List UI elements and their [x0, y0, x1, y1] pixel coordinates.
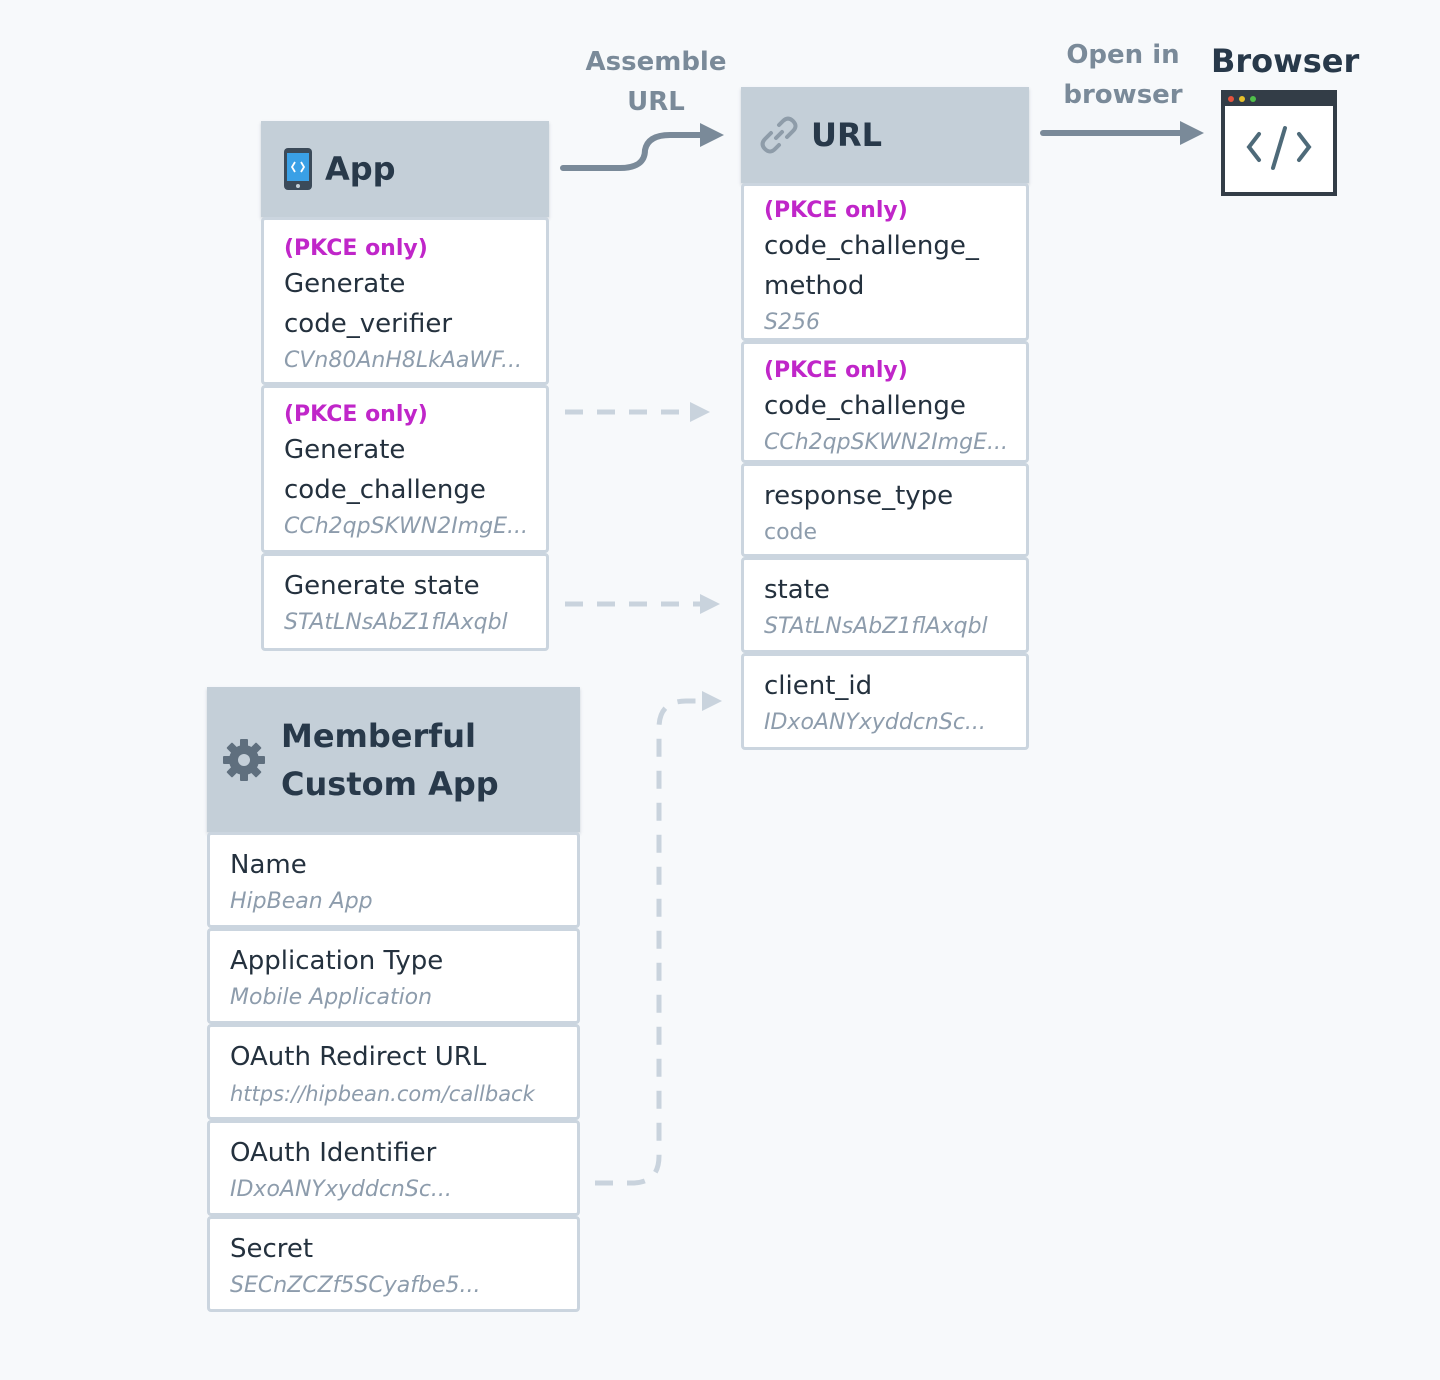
link-icon	[760, 116, 798, 154]
row-label: Secret	[230, 1234, 314, 1264]
app-row-code-challenge: (PKCE only) Generate code_challenge CCh2…	[261, 385, 549, 553]
row-label: code_challenge_	[764, 231, 979, 261]
row-value: STAtLNsAbZ1flAxqbl	[764, 614, 988, 639]
url-row-state: state STAtLNsAbZ1flAxqbl	[741, 557, 1029, 653]
gear-icon	[223, 738, 265, 781]
url-row-code-challenge: (PKCE only) code_challenge CCh2qpSKWN2Im…	[741, 341, 1029, 463]
row-value: SECnZCZf5SCyafbe5...	[230, 1273, 481, 1298]
app-card-header: App	[261, 121, 549, 217]
row-value: IDxoANYxyddcnSc...	[764, 710, 986, 735]
browser-title: Browser	[1211, 42, 1360, 80]
memberful-row-application-type: Application Type Mobile Application	[207, 928, 580, 1024]
memberful-card: Memberful Custom App Name HipBean App Ap…	[207, 687, 580, 1312]
app-row-state: Generate state STAtLNsAbZ1flAxqbl	[261, 553, 549, 651]
app-card-title: App	[325, 150, 396, 188]
row-value: code	[764, 520, 818, 545]
row-label: response_type	[764, 481, 954, 511]
row-label: OAuth Redirect URL	[230, 1042, 487, 1072]
memberful-title-line2: Custom App	[281, 764, 499, 803]
assemble-label-line2: URL	[627, 87, 685, 117]
memberful-row-oauth-identifier: OAuth Identifier IDxoANYxyddcnSc...	[207, 1120, 580, 1216]
url-card-header: URL	[741, 87, 1029, 183]
open-label-line1: Open in	[1066, 40, 1180, 70]
row-value: CCh2qpSKWN2ImgE...	[764, 430, 1008, 455]
memberful-row-name: Name HipBean App	[207, 832, 580, 928]
open-in-browser-label: Open in browser	[1058, 35, 1188, 115]
assemble-url-label: Assemble URL	[585, 42, 727, 122]
app-row-code-verifier: (PKCE only) Generate code_verifier CVn80…	[261, 217, 549, 385]
row-label: state	[764, 575, 830, 605]
row-label: Name	[230, 850, 307, 880]
row-value: HipBean App	[230, 889, 373, 914]
row-label: code_challenge	[764, 391, 966, 421]
memberful-card-header: Memberful Custom App	[207, 687, 580, 832]
memberful-title-line1: Memberful	[281, 716, 476, 755]
row-label-cont: code_challenge	[284, 475, 486, 505]
row-value: Mobile Application	[230, 985, 433, 1010]
row-label: Application Type	[230, 946, 444, 976]
assemble-label-line1: Assemble	[585, 47, 727, 77]
url-row-response-type: response_type code	[741, 463, 1029, 557]
url-row-code-challenge-method: (PKCE only) code_challenge_ method S256	[741, 183, 1029, 341]
assemble-url-arrow	[560, 123, 724, 171]
pkce-only-tag: (PKCE only)	[764, 358, 908, 383]
memberful-row-redirect-url: OAuth Redirect URL https://hipbean.com/c…	[207, 1024, 580, 1120]
pkce-only-tag: (PKCE only)	[284, 236, 428, 261]
app-card: App (PKCE only) Generate code_verifier C…	[261, 121, 549, 651]
memberful-row-secret: Secret SECnZCZf5SCyafbe5...	[207, 1216, 580, 1312]
row-value: S256	[764, 310, 820, 335]
row-label-cont: code_verifier	[284, 309, 453, 339]
row-label: Generate	[284, 269, 406, 299]
row-value: IDxoANYxyddcnSc...	[230, 1177, 452, 1202]
open-label-line2: browser	[1063, 80, 1183, 110]
client-id-dashed-arrow	[595, 691, 722, 1186]
url-card: URL (PKCE only) code_challenge_ method S…	[741, 87, 1029, 750]
row-label-cont: method	[764, 271, 865, 301]
row-label: client_id	[764, 671, 873, 701]
memberful-card-title: Memberful Custom App	[281, 712, 499, 808]
row-label: Generate	[284, 435, 406, 465]
row-label: OAuth Identifier	[230, 1138, 437, 1168]
mobile-app-icon	[284, 148, 312, 190]
url-row-client-id: client_id IDxoANYxyddcnSc...	[741, 653, 1029, 750]
row-value: STAtLNsAbZ1flAxqbl	[284, 610, 508, 635]
url-card-title: URL	[811, 116, 883, 154]
row-value: CCh2qpSKWN2ImgE...	[284, 514, 528, 539]
row-label: Generate state	[284, 571, 480, 601]
row-value: CVn80AnH8LkAaWF...	[284, 348, 522, 373]
pkce-only-tag: (PKCE only)	[764, 198, 908, 223]
row-value: https://hipbean.com/callback	[230, 1082, 535, 1106]
pkce-only-tag: (PKCE only)	[284, 402, 428, 427]
browser-code-icon	[1221, 90, 1337, 196]
